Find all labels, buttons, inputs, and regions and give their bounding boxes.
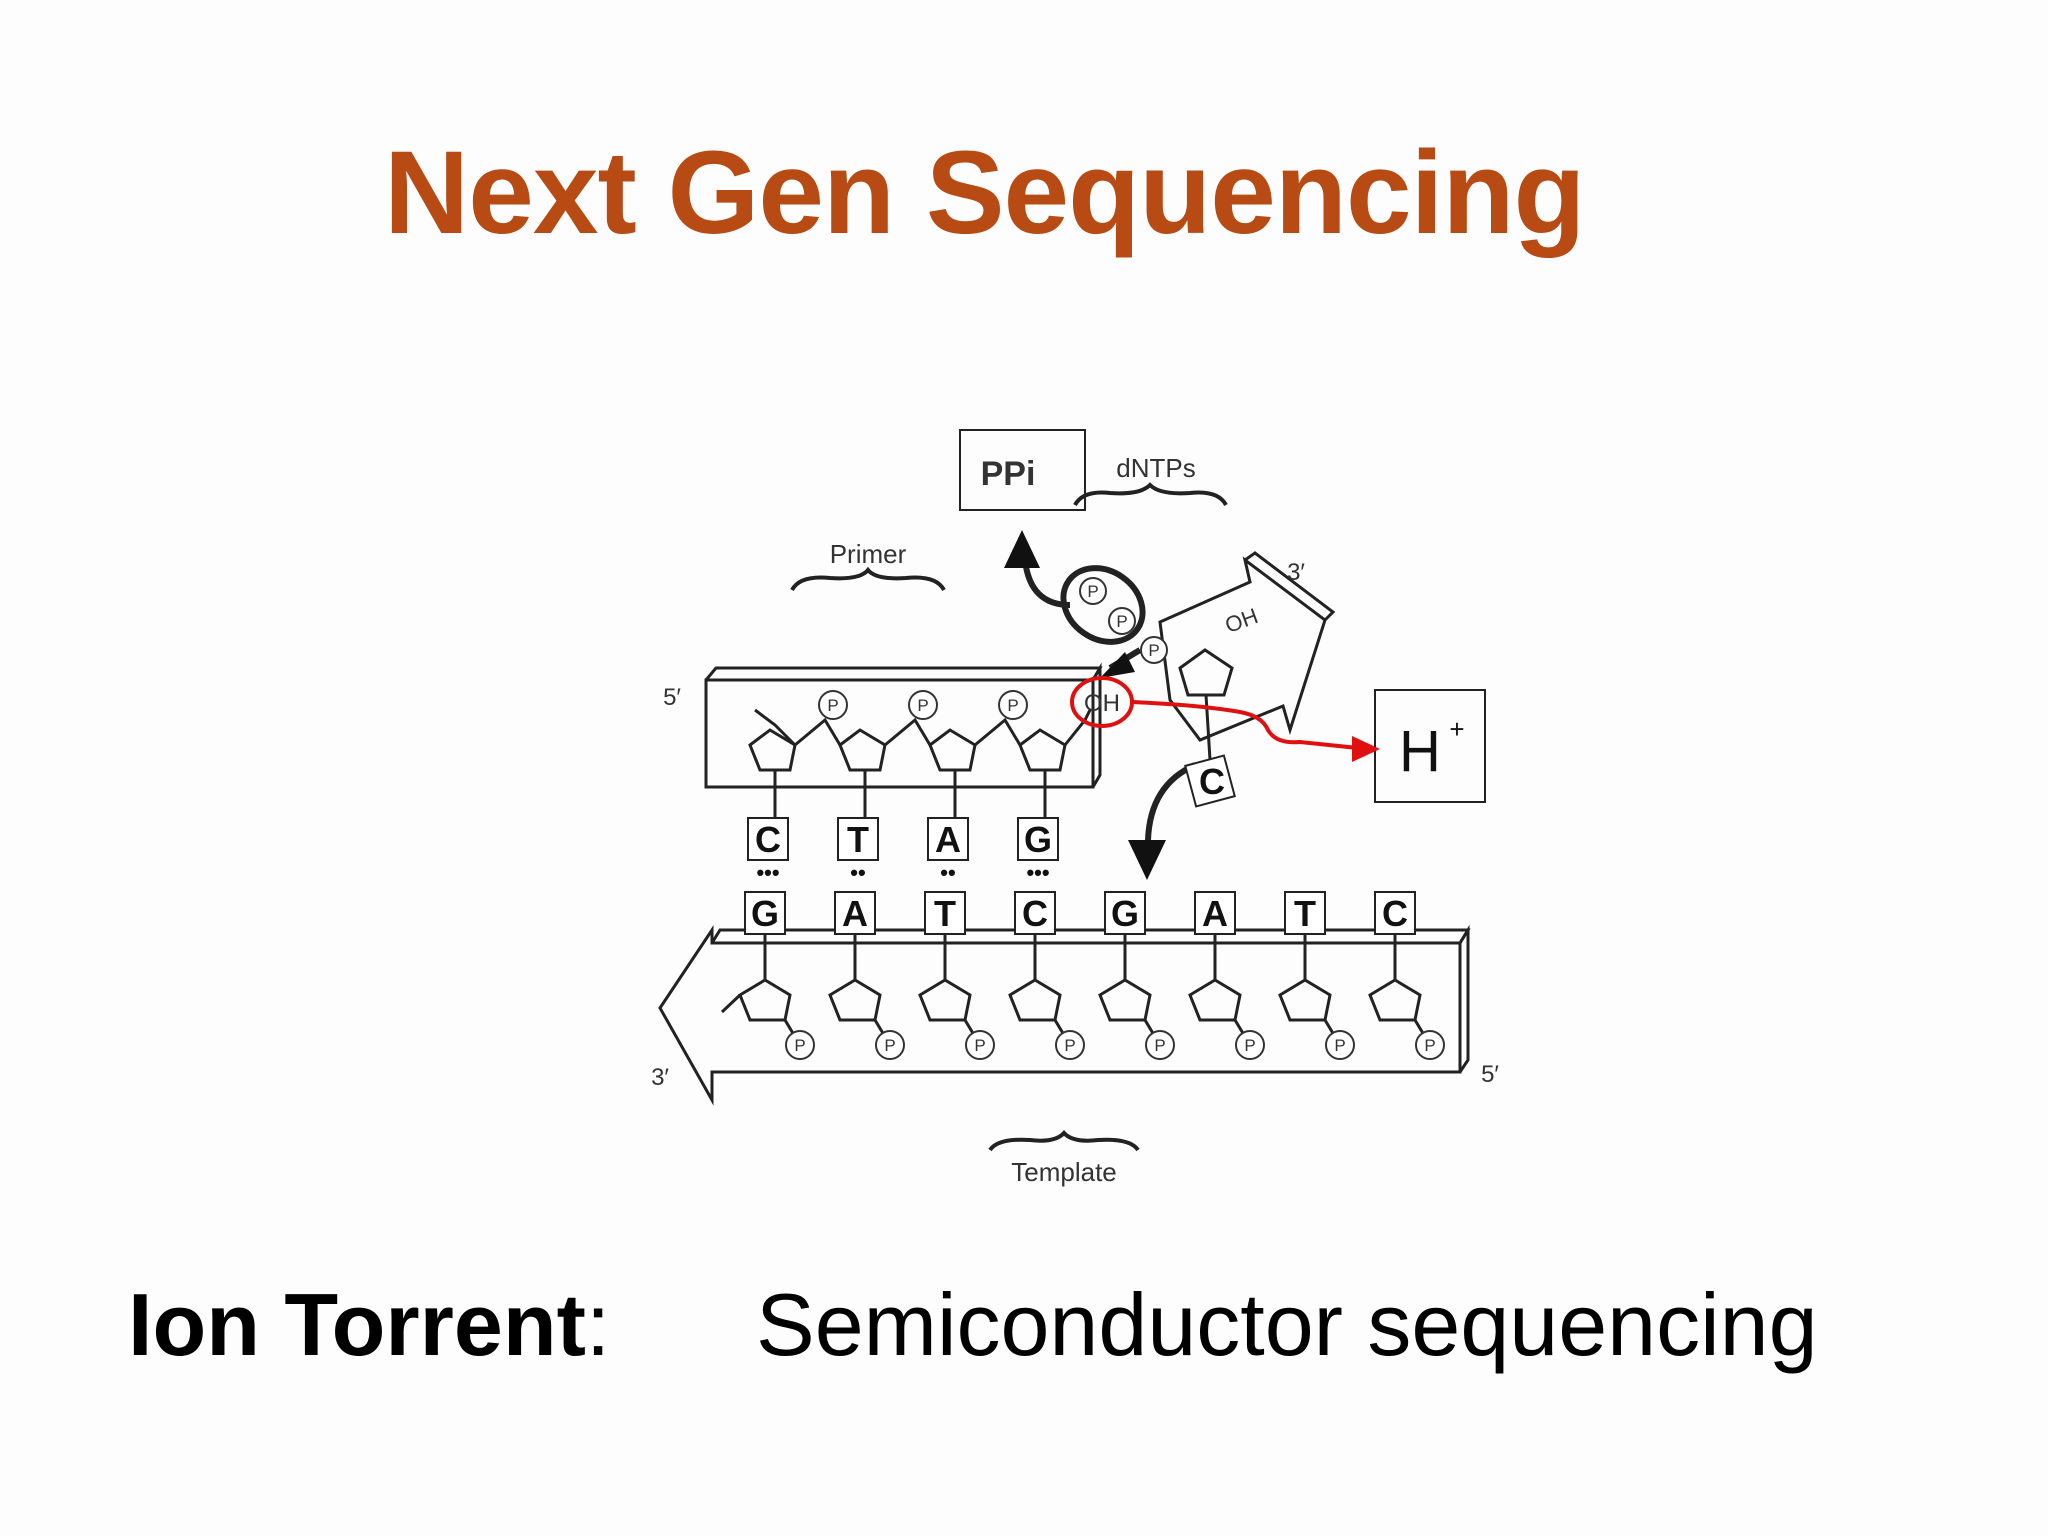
primer-phosphate-3 — [998, 690, 1028, 720]
dntps-brace — [1073, 482, 1228, 507]
template-strand-side — [1458, 924, 1470, 1073]
template-phosphate-8 — [1415, 1030, 1445, 1060]
incoming-nucleotide-arrow — [1158, 556, 1327, 742]
primer-phosphate-2 — [908, 690, 938, 720]
proton-release-path — [1131, 700, 1359, 750]
primer-strand-top — [704, 666, 1103, 681]
template-brace — [988, 1130, 1140, 1152]
hbond-4: ••• — [1026, 860, 1049, 885]
five-prime-top-label: 5′ — [663, 684, 681, 711]
template-phosphate-2-label: P — [884, 1036, 895, 1055]
technology-description: Semiconductor sequencing — [756, 1275, 1818, 1374]
dntps-label: dNTPs — [1116, 453, 1195, 483]
incorporation-arrowhead — [1128, 840, 1166, 880]
incorporation-arrow — [1144, 762, 1197, 861]
template-phosphate-5-label: P — [1154, 1036, 1165, 1055]
template-strand-top — [710, 928, 1471, 944]
template-phosphate-3-label: P — [974, 1036, 985, 1055]
template-base-1: G — [751, 893, 779, 934]
ppi-box — [959, 429, 1086, 511]
footer-caption: Ion Torrent: Semiconductor sequencing — [128, 1270, 1968, 1380]
primer-phosphate-1-label: P — [827, 696, 838, 715]
primer-base-2: T — [847, 819, 869, 860]
primer-strand-side — [1091, 662, 1102, 788]
template-base-6: A — [1202, 893, 1228, 934]
template-phosphate-3 — [965, 1030, 995, 1060]
incoming-sugar-link — [1204, 694, 1212, 761]
hbond-2: •• — [850, 860, 865, 885]
five-prime-template-label: 5′ — [1481, 1061, 1499, 1088]
template-label: Template — [1011, 1157, 1117, 1187]
template-sugars — [720, 935, 1432, 1046]
primer-base-1: C — [755, 819, 781, 860]
template-phosphate-2 — [875, 1030, 905, 1060]
template-strand-arrow — [658, 925, 1462, 1106]
oh-incoming-label: OH — [1222, 603, 1262, 638]
template-phosphate-6 — [1235, 1030, 1265, 1060]
primer-phosphate-1 — [818, 690, 848, 720]
hbond-1: ••• — [756, 860, 779, 885]
hbond-3: •• — [940, 860, 955, 885]
primer-phosphate-2-label: P — [917, 696, 928, 715]
ppi-label: PPi — [981, 455, 1036, 493]
primer-phosphate-3-label: P — [1007, 696, 1018, 715]
hydrogen-charge: + — [1449, 714, 1464, 744]
incoming-phosphate-alpha — [1140, 636, 1168, 664]
template-base-4: C — [1022, 893, 1048, 934]
template-phosphate-8-label: P — [1424, 1036, 1435, 1055]
incoming-nucleotide-edge — [1244, 551, 1336, 622]
three-prime-incoming-label: 3′ — [1287, 559, 1305, 586]
slide-title: Next Gen Sequencing — [384, 127, 1586, 259]
incoming-phosphate-alpha-label: P — [1148, 641, 1159, 660]
template-base-3: T — [934, 893, 956, 934]
hydrogen-label: H — [1399, 719, 1441, 784]
oh-primer-label: OH — [1084, 690, 1120, 717]
template-base-boxes — [744, 891, 1416, 935]
incoming-base: C — [1199, 761, 1225, 802]
primer-sugars — [748, 708, 1092, 820]
template-phosphate-6-label: P — [1244, 1036, 1255, 1055]
incoming-phosphate-gamma-label: P — [1116, 612, 1127, 631]
incoming-sugar — [1178, 648, 1234, 697]
ppi-arrowhead — [1004, 530, 1040, 568]
template-phosphate-4-label: P — [1064, 1036, 1075, 1055]
template-phosphate-4 — [1055, 1030, 1085, 1060]
primer-brace — [790, 566, 946, 592]
technology-name: Ion Torrent — [128, 1275, 586, 1374]
primer-base-3: A — [935, 819, 961, 860]
phosphodiester-arrowhead — [1100, 652, 1135, 678]
proton-arrowhead — [1352, 736, 1380, 762]
template-base-5: G — [1111, 893, 1139, 934]
template-phosphate-5 — [1145, 1030, 1175, 1060]
template-phosphate-1 — [785, 1030, 815, 1060]
primer-base-4: G — [1024, 819, 1052, 860]
hydrogen-box — [1374, 689, 1486, 803]
template-phosphate-7-label: P — [1334, 1036, 1345, 1055]
incoming-phosphate-gamma — [1108, 607, 1136, 635]
technology-colon: : — [585, 1275, 611, 1374]
template-base-8: C — [1382, 893, 1408, 934]
incoming-phosphate-beta — [1079, 577, 1107, 605]
template-base-7: T — [1294, 893, 1316, 934]
primer-label: Primer — [830, 539, 907, 569]
template-base-2: A — [842, 893, 868, 934]
primer-base-boxes — [747, 754, 1236, 861]
diphosphate-ellipse — [1060, 565, 1146, 645]
template-phosphate-1-label: P — [794, 1036, 805, 1055]
incoming-phosphate-beta-label: P — [1087, 582, 1098, 601]
three-prime-template-label: 3′ — [651, 1064, 669, 1091]
template-phosphate-7 — [1325, 1030, 1355, 1060]
